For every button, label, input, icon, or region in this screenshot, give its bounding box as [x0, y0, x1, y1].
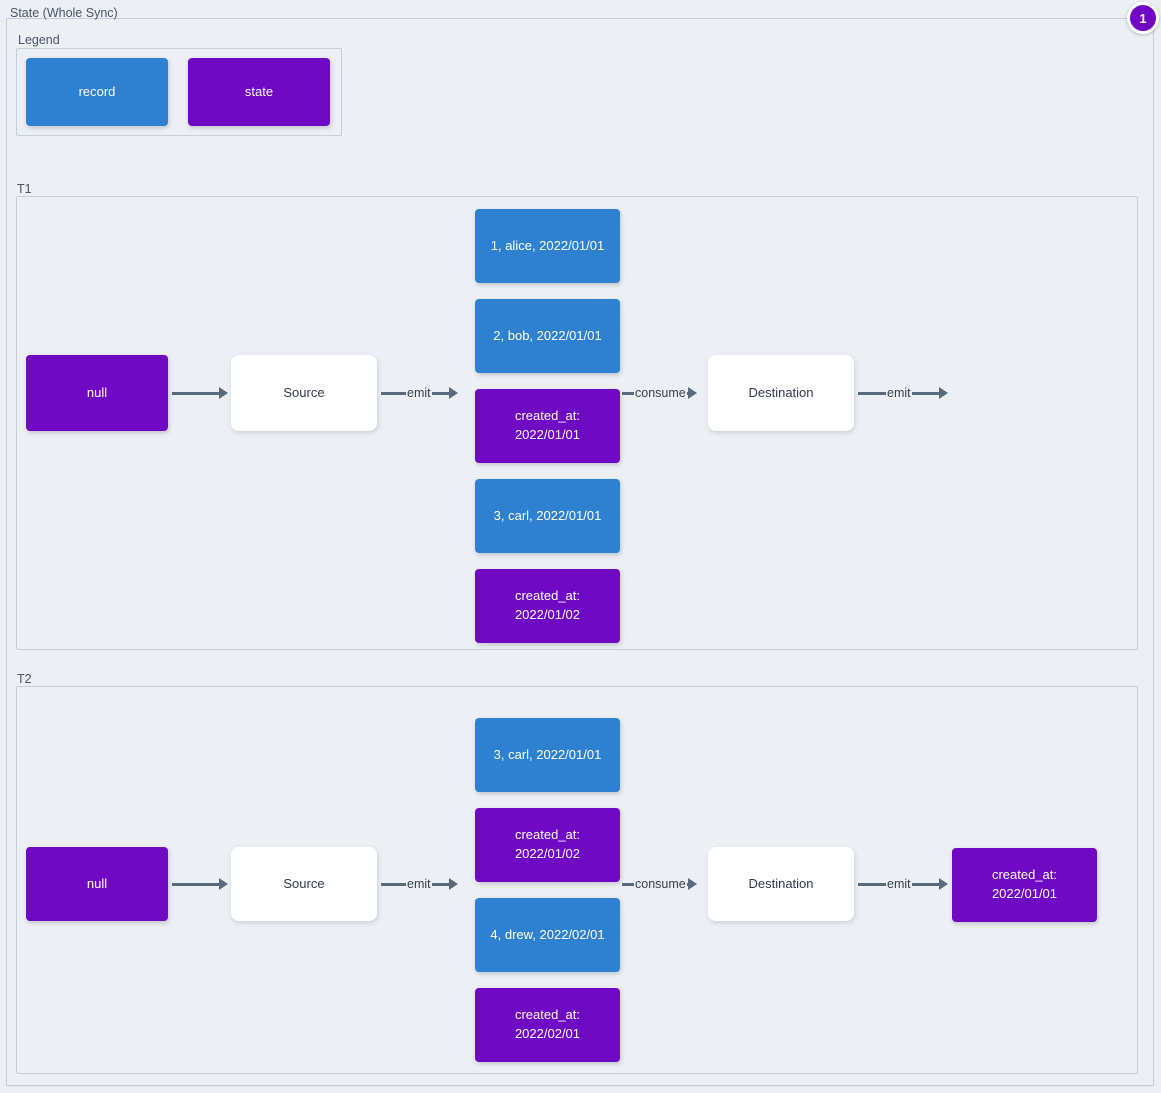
t2-source-node[interactable]: Source — [231, 847, 377, 921]
arrow-head-icon — [448, 387, 458, 399]
legend-swatch-state: state — [188, 58, 330, 126]
t2-edge-consume: consume — [622, 873, 697, 895]
edge-line — [858, 882, 886, 886]
t2-emitted-item-0[interactable]: 3, carl, 2022/01/01 — [475, 718, 620, 792]
t1-edge-label-emit: emit — [407, 385, 431, 400]
edge-line — [172, 882, 220, 886]
t2-emitted-item-2[interactable]: 4, drew, 2022/02/01 — [475, 898, 620, 972]
t1-emitted-item-3[interactable]: 3, carl, 2022/01/01 — [475, 479, 620, 553]
section-label-t2: T2 — [17, 672, 32, 686]
t1-initial-state-node[interactable]: null — [26, 355, 168, 431]
arrow-head-icon — [938, 878, 948, 890]
step-badge[interactable]: 1 — [1127, 2, 1159, 34]
t1-edge-label-consume: consume — [635, 385, 686, 400]
t2-edge-state-to-source — [172, 873, 230, 895]
arrow-head-icon — [448, 878, 458, 890]
edge-line — [911, 391, 940, 395]
edge-line — [858, 391, 886, 395]
arrow-head-icon — [938, 387, 948, 399]
t1-emitted-item-4[interactable]: created_at: 2022/01/02 — [475, 569, 620, 643]
t1-destination-node[interactable]: Destination — [708, 355, 854, 431]
edge-line — [911, 882, 940, 886]
t2-emitted-item-1[interactable]: created_at: 2022/01/02 — [475, 808, 620, 882]
legend-title: Legend — [18, 33, 60, 47]
t1-emitted-item-2[interactable]: created_at: 2022/01/01 — [475, 389, 620, 463]
t2-edge-source-emit: emit — [381, 873, 458, 895]
t2-destination-node[interactable]: Destination — [708, 847, 854, 921]
edge-line — [172, 391, 220, 395]
t2-initial-state-node[interactable]: null — [26, 847, 168, 921]
t2-edge-destination-emit: emit — [858, 873, 948, 895]
t2-edge-label-emit-out: emit — [887, 876, 911, 891]
t2-edge-label-emit: emit — [407, 876, 431, 891]
t1-edge-destination-emit: emit — [858, 382, 948, 404]
section-label-t1: T1 — [17, 182, 32, 196]
legend-swatch-record: record — [26, 58, 168, 126]
t1-edge-state-to-source — [172, 382, 230, 404]
t1-edge-consume: consume — [622, 382, 697, 404]
edge-line — [622, 391, 634, 395]
t2-edge-label-consume: consume — [635, 876, 686, 891]
t1-edge-source-emit: emit — [381, 382, 458, 404]
arrow-head-icon — [687, 878, 697, 890]
t1-edge-label-emit-out: emit — [887, 385, 911, 400]
edge-line — [431, 391, 450, 395]
t1-emitted-item-0[interactable]: 1, alice, 2022/01/01 — [475, 209, 620, 283]
diagram-title: State (Whole Sync) — [10, 6, 118, 20]
arrow-head-icon — [219, 878, 228, 890]
edge-line — [622, 882, 634, 886]
t2-emitted-item-3[interactable]: created_at: 2022/02/01 — [475, 988, 620, 1062]
edge-line — [381, 391, 406, 395]
t1-emitted-item-1[interactable]: 2, bob, 2022/01/01 — [475, 299, 620, 373]
arrow-head-icon — [687, 387, 697, 399]
t1-source-node[interactable]: Source — [231, 355, 377, 431]
edge-line — [431, 882, 450, 886]
t2-final-state-node[interactable]: created_at: 2022/01/01 — [952, 848, 1097, 922]
arrow-head-icon — [219, 387, 228, 399]
edge-line — [381, 882, 406, 886]
